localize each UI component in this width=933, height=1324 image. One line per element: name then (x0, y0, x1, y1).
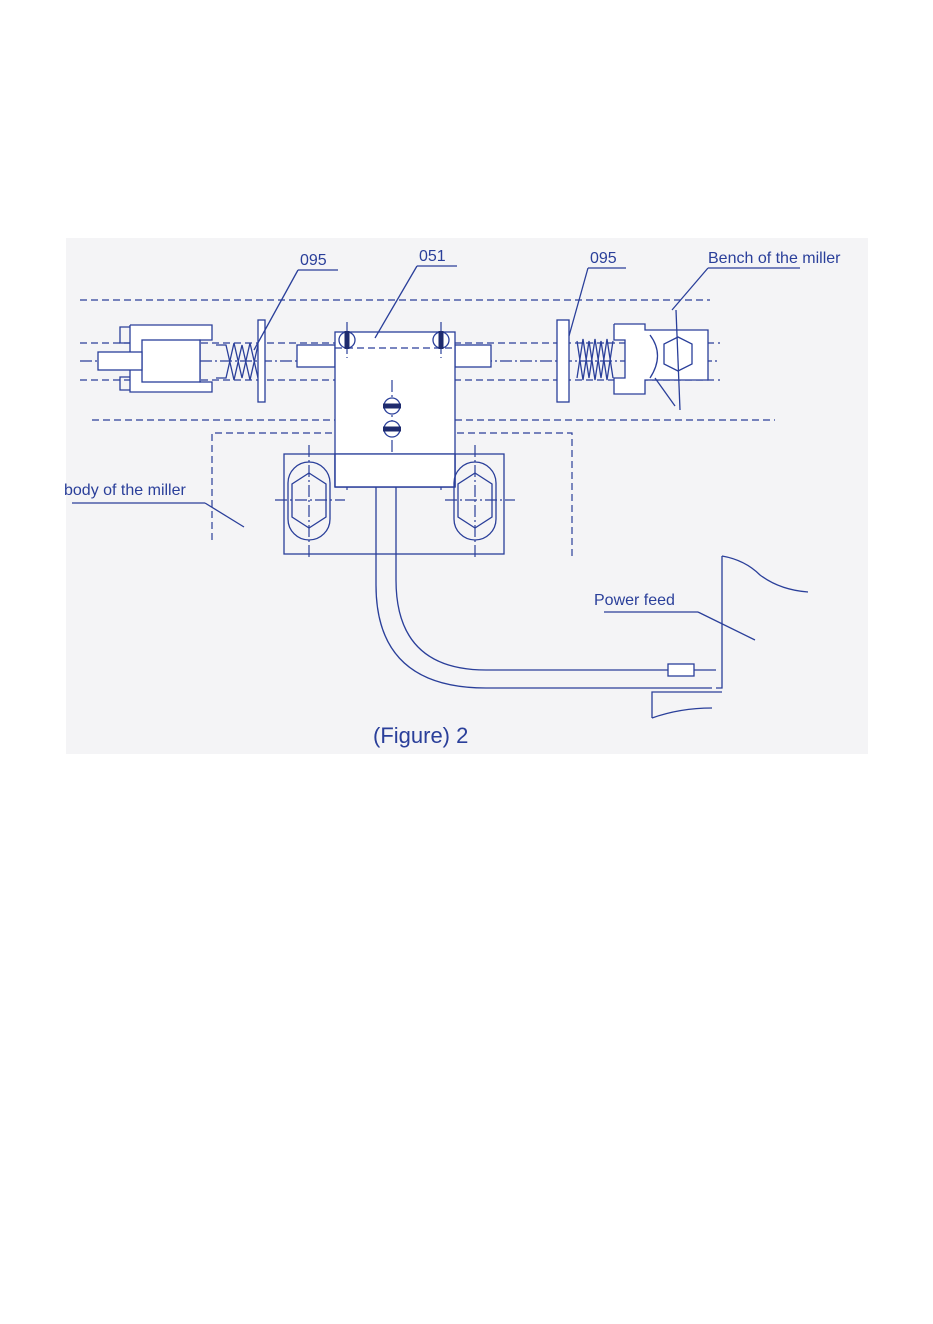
label-power-feed: Power feed (594, 592, 675, 609)
screw-icon (383, 398, 401, 414)
screw-icon (433, 331, 449, 349)
label-bench: Bench of the miller (708, 250, 841, 267)
label-095-left: 095 (300, 252, 327, 269)
label-body: body of the miller (64, 482, 187, 499)
left-shaft-stub (297, 345, 335, 367)
right-shaft-stub (455, 345, 491, 367)
figure-caption: (Figure) 2 (373, 723, 468, 748)
screw-icon (383, 421, 401, 437)
label-095-right: 095 (590, 250, 617, 267)
label-051: 051 (419, 248, 446, 265)
screw-icon (339, 331, 355, 349)
figure-panel (66, 238, 868, 754)
